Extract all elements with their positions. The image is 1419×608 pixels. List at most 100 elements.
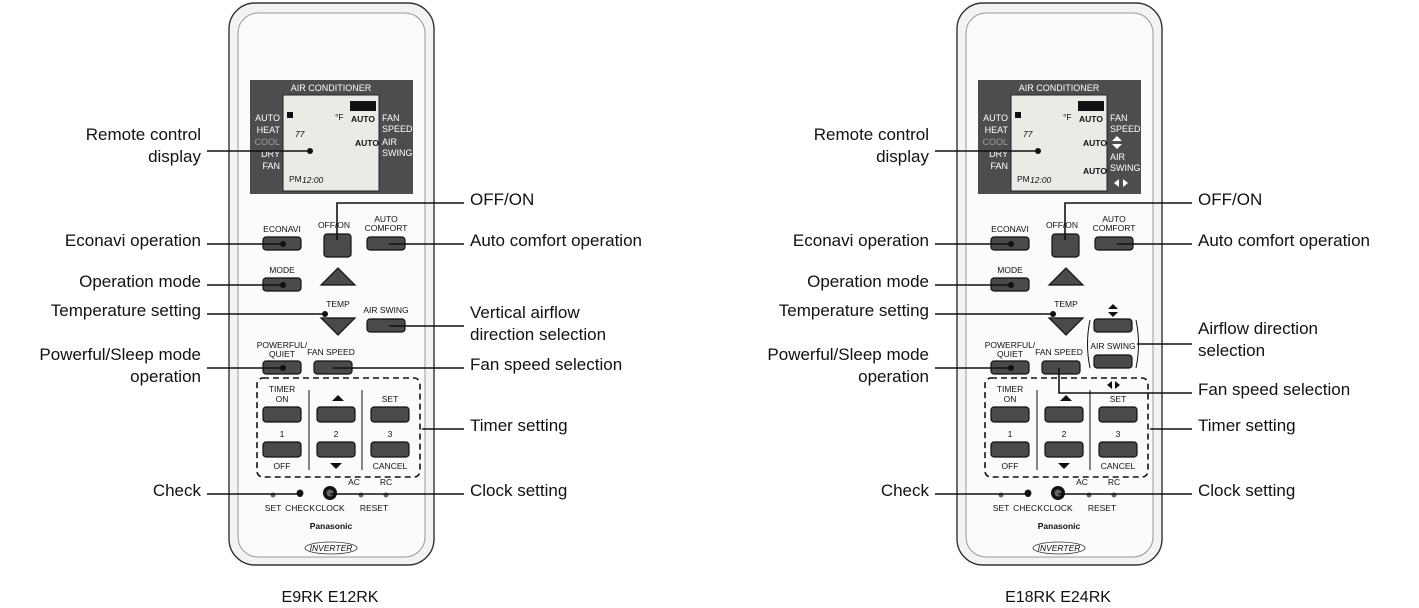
timer-on-button[interactable] bbox=[990, 406, 1030, 423]
timer-on-button[interactable] bbox=[262, 406, 302, 423]
lcd-mode-heat: HEAT bbox=[985, 125, 1009, 135]
callout-left-1-r0: Econavi operation bbox=[65, 231, 201, 250]
check-label: CHECK bbox=[285, 503, 315, 513]
timer-cancel-button[interactable] bbox=[1098, 441, 1138, 458]
ac-label: AC bbox=[348, 477, 360, 487]
remote-e18rk-e24rk: AIR CONDITIONERAUTOHEATCOOLDRYFAN77°FOFF… bbox=[956, 2, 1163, 566]
timer-cancel-label: CANCEL bbox=[1101, 461, 1136, 471]
timer-down-button[interactable] bbox=[316, 441, 356, 458]
temp-up-button[interactable] bbox=[1047, 267, 1085, 286]
reset-label: RESET bbox=[1088, 503, 1116, 513]
timer-3-label: 3 bbox=[388, 429, 393, 439]
check-label: CHECK bbox=[1013, 503, 1043, 513]
timer-2-label: 2 bbox=[1062, 429, 1067, 439]
clock-label: CLOCK bbox=[315, 503, 345, 513]
leader-dot-left-1-r0 bbox=[280, 241, 286, 247]
timer-off-button[interactable] bbox=[990, 441, 1030, 458]
brand-logo: Panasonic bbox=[1038, 521, 1081, 531]
leader-dot-left-3-r0 bbox=[322, 311, 328, 317]
leader-dot-left-5-r0 bbox=[297, 491, 303, 497]
air-swing-label: AIR SWING bbox=[1090, 341, 1135, 351]
leader-dot-left-0-r1 bbox=[1035, 148, 1041, 154]
lcd-off-tag: OFF bbox=[1083, 101, 1100, 111]
temp-label: TEMP bbox=[1054, 299, 1078, 309]
timer-up-icon bbox=[332, 395, 344, 401]
air-swing-horizontal-button[interactable] bbox=[1093, 354, 1133, 369]
timer-cancel-label: CANCEL bbox=[373, 461, 408, 471]
model-caption-0: E9RK E12RK bbox=[282, 589, 379, 606]
powerful-quiet-label: POWERFUL/QUIET bbox=[985, 340, 1036, 359]
lcd-mode-indicator bbox=[1015, 112, 1021, 118]
air-swing-vertical-button[interactable] bbox=[1093, 318, 1133, 333]
bottom-set-label: SET bbox=[265, 503, 282, 513]
brand-logo: Panasonic bbox=[310, 521, 353, 531]
timer-up-button[interactable] bbox=[1044, 406, 1084, 423]
callout-right-1-r0: Auto comfort operation bbox=[470, 231, 642, 250]
timer-off-button[interactable] bbox=[262, 441, 302, 458]
callout-left-2-r0: Operation mode bbox=[79, 272, 201, 291]
timer-off-label: OFF bbox=[274, 461, 291, 471]
lcd-auto-swing-horizontal: AUTO bbox=[1083, 166, 1107, 176]
timer-1-label: 1 bbox=[280, 429, 285, 439]
timer-up-button[interactable] bbox=[316, 406, 356, 423]
timer-on-label: ON bbox=[1004, 394, 1017, 404]
leader-right-3-r1 bbox=[1058, 368, 1192, 394]
lcd-mode-indicator bbox=[287, 112, 293, 118]
timer-set-button[interactable] bbox=[1098, 406, 1138, 423]
lcd-off-tag-bg bbox=[350, 101, 376, 111]
callout-right-4-r1: Timer setting bbox=[1198, 416, 1296, 435]
lcd-time-period: PM bbox=[1017, 174, 1030, 184]
horizontal-swing-icon bbox=[1114, 179, 1128, 187]
lcd-auto-swing: AUTO bbox=[1083, 138, 1107, 148]
timer-block bbox=[984, 377, 1149, 478]
lcd-mode-fan: FAN bbox=[990, 161, 1008, 171]
air-swing-horizontal-icon bbox=[1107, 381, 1120, 389]
lcd-temperature: 77 bbox=[1023, 129, 1033, 139]
lcd-mode-auto: AUTO bbox=[983, 113, 1008, 123]
callout-right-1-r1: Auto comfort operation bbox=[1198, 231, 1370, 250]
rc-label: RC bbox=[380, 477, 392, 487]
leader-dot-left-2-r0 bbox=[280, 282, 286, 288]
timer-cancel-button[interactable] bbox=[370, 441, 410, 458]
lcd-mode-cool: COOL bbox=[982, 137, 1008, 147]
timer-down-icon bbox=[330, 463, 342, 469]
lcd-auto-fan: AUTO bbox=[1079, 114, 1103, 124]
timer-set-button[interactable] bbox=[370, 406, 410, 423]
offon-label: OFF/ON bbox=[1046, 220, 1078, 230]
lcd-unit: °F bbox=[1063, 112, 1072, 122]
temp-down-button[interactable] bbox=[1047, 317, 1085, 336]
callout-right-5-r1: Clock setting bbox=[1198, 481, 1295, 500]
temp-up-button[interactable] bbox=[319, 267, 357, 286]
callout-left-3-r0: Temperature setting bbox=[51, 301, 201, 320]
leader-dot-left-1-r1 bbox=[1008, 241, 1014, 247]
inverter-logo: INVERTER bbox=[310, 543, 353, 553]
timer-block bbox=[256, 377, 421, 478]
lcd-mode-cool: COOL bbox=[254, 137, 280, 147]
lcd-unit: °F bbox=[335, 112, 344, 122]
timer-set-label: SET bbox=[382, 394, 399, 404]
air-swing-label: AIR SWING bbox=[363, 305, 408, 315]
lcd-mode-auto: AUTO bbox=[255, 113, 280, 123]
lcd-off-tag-bg bbox=[1078, 101, 1104, 111]
model-caption-1: E18RK E24RK bbox=[1005, 589, 1111, 606]
timer-off-label: OFF bbox=[1002, 461, 1019, 471]
air-swing-vertical-icon bbox=[1108, 304, 1118, 317]
fan-speed-button[interactable] bbox=[1041, 360, 1081, 375]
econavi-label: ECONAVI bbox=[263, 224, 301, 234]
callout-right-0-r1: OFF/ON bbox=[1198, 190, 1262, 209]
lcd-time: 12:00 bbox=[1030, 175, 1052, 185]
temp-down-button[interactable] bbox=[319, 317, 357, 336]
display-header: AIR CONDITIONER bbox=[291, 83, 372, 93]
lcd-mode-dry: DRY bbox=[989, 149, 1008, 159]
lcd-temperature: 77 bbox=[295, 129, 305, 139]
timer-down-button[interactable] bbox=[1044, 441, 1084, 458]
